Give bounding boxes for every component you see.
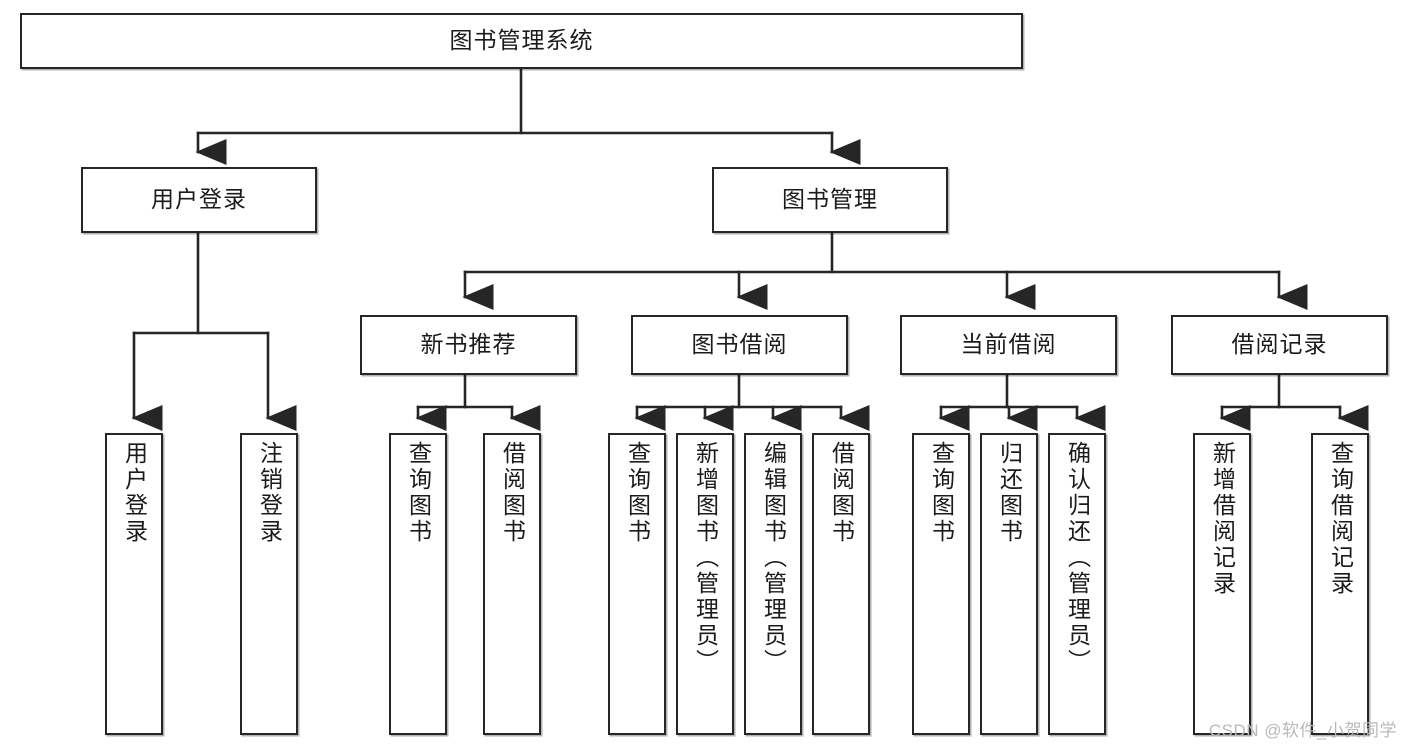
node-label: 查询借阅记录 [1327, 441, 1354, 597]
node-label: 注销登录 [256, 441, 283, 545]
node-label: 新书推荐 [420, 331, 517, 358]
node-leaf-return-book[interactable]: 归还图书 [980, 433, 1038, 735]
node-leaf-query-book-1[interactable]: 查询图书 [389, 433, 447, 735]
node-label: 图书借阅 [691, 331, 788, 358]
node-label: 图书管理 [782, 186, 878, 213]
node-book-management-system[interactable]: 图书管理系统 [20, 13, 1023, 69]
node-label: 用户登录 [151, 186, 247, 213]
node-label: 借阅图书 [828, 441, 855, 545]
node-leaf-borrow-book-1[interactable]: 借阅图书 [483, 433, 541, 735]
node-new-book-recommend[interactable]: 新书推荐 [360, 315, 577, 375]
node-leaf-add-book[interactable]: 新增图书（管理员） [676, 433, 734, 735]
node-label: 归还图书 [996, 441, 1023, 545]
node-label: 查询图书 [405, 441, 432, 545]
node-borrow-record[interactable]: 借阅记录 [1171, 315, 1388, 375]
node-label: 新增借阅记录 [1209, 441, 1236, 597]
node-leaf-query-book-2[interactable]: 查询图书 [608, 433, 666, 735]
node-label: 编辑图书（管理员） [760, 441, 787, 675]
node-book-borrow[interactable]: 图书借阅 [631, 315, 848, 375]
node-leaf-borrow-book-2[interactable]: 借阅图书 [812, 433, 870, 735]
node-label: 新增图书（管理员） [692, 441, 719, 675]
node-leaf-edit-book[interactable]: 编辑图书（管理员） [744, 433, 802, 735]
node-label: 查询图书 [624, 441, 651, 545]
node-leaf-add-borrow-record[interactable]: 新增借阅记录 [1193, 433, 1251, 735]
node-user-login[interactable]: 用户登录 [81, 167, 317, 233]
csdn-watermark: CSDN @软件_小贺同学 [1208, 721, 1397, 740]
node-label: 借阅记录 [1231, 331, 1328, 358]
node-leaf-query-borrow-record[interactable]: 查询借阅记录 [1311, 433, 1369, 735]
node-label: 图书管理系统 [449, 27, 594, 54]
node-leaf-confirm-return[interactable]: 确认归还（管理员） [1048, 433, 1106, 735]
node-label: 当前借阅 [960, 331, 1057, 358]
node-book-management[interactable]: 图书管理 [712, 167, 948, 233]
node-label: 借阅图书 [499, 441, 526, 545]
node-leaf-query-book-3[interactable]: 查询图书 [912, 433, 970, 735]
node-leaf-user-login[interactable]: 用户登录 [105, 433, 163, 735]
node-current-borrow[interactable]: 当前借阅 [900, 315, 1117, 375]
node-label: 用户登录 [121, 441, 148, 545]
node-label: 查询图书 [928, 441, 955, 545]
node-leaf-logout-login[interactable]: 注销登录 [240, 433, 298, 735]
node-label: 确认归还（管理员） [1064, 441, 1091, 675]
